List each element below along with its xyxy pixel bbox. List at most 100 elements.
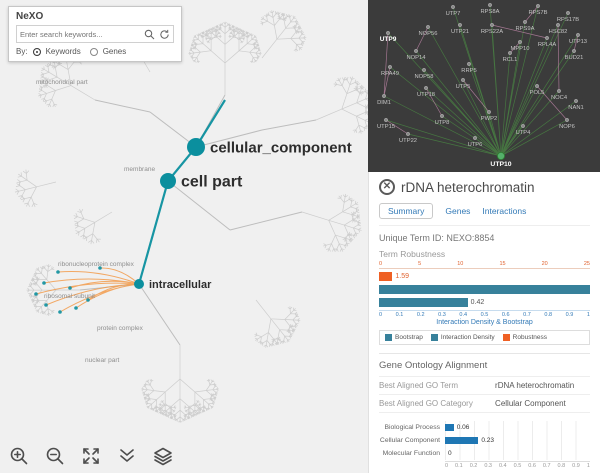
gene-node-utp22[interactable]	[406, 132, 410, 136]
density-bar	[379, 298, 468, 307]
tree-node-cell-part[interactable]	[160, 173, 176, 189]
tree-node-label: intracellular	[149, 279, 212, 291]
gene-node-nop56[interactable]	[426, 25, 430, 29]
cluster-node[interactable]	[58, 310, 62, 314]
axis-tick: 15	[499, 261, 506, 267]
radio-genes-label[interactable]: Genes	[102, 47, 127, 56]
axis-tick: 0.9	[565, 312, 574, 318]
cluster-node[interactable]	[74, 306, 78, 310]
gene-node-utp7[interactable]	[451, 5, 455, 9]
gene-label: RPS22A	[481, 29, 503, 35]
gene-label: UTP18	[417, 92, 435, 98]
tree-term-label: ribonucleoprotein complex	[58, 261, 135, 268]
gene-node-utp15[interactable]	[384, 118, 388, 122]
gene-node-utp6[interactable]	[473, 136, 477, 140]
gene-label: BUD21	[565, 55, 584, 61]
axis-tick: 0.5	[480, 312, 489, 318]
gene-node-utp9[interactable]	[386, 31, 390, 35]
gene-label: UTP7	[446, 11, 461, 17]
gene-node-utp8[interactable]	[440, 114, 444, 118]
axis-tick: 0.7	[523, 312, 531, 318]
close-icon[interactable]: ✕	[379, 179, 395, 195]
axis-tick: 0.9	[572, 463, 580, 469]
tree-node-cellular-component[interactable]	[187, 138, 205, 156]
radio-keywords[interactable]	[32, 47, 41, 56]
gene-label: RCL1	[503, 57, 518, 63]
gene-node-mpp10[interactable]	[518, 40, 522, 44]
gene-node-utp4[interactable]	[521, 124, 525, 128]
gene-node-rpl4a[interactable]	[545, 36, 549, 40]
axis-tick: 0.8	[557, 463, 566, 469]
gene-node-utp13[interactable]	[576, 33, 580, 37]
tab-interactions[interactable]: Interactions	[482, 206, 527, 216]
axis-tick: 0.3	[438, 312, 446, 318]
gene-node-dim1[interactable]	[382, 94, 386, 98]
axis-tick: 5	[418, 261, 422, 267]
gene-label: HSC82	[549, 29, 568, 35]
tab-summary[interactable]: Summary	[379, 203, 434, 219]
bootstrap-bar-row	[379, 284, 590, 295]
cluster-node[interactable]	[42, 281, 46, 285]
tree-node-intracellular[interactable]	[134, 279, 144, 289]
gene-node-nop6[interactable]	[565, 118, 569, 122]
bottom-axis-label: Interaction Density & Bootstrap	[436, 319, 533, 326]
radio-keywords-label[interactable]: Keywords	[45, 47, 81, 56]
go-alignment-table: Best Aligned GO Term rDNA heterochromati…	[379, 376, 590, 413]
axis-tick: 1	[586, 463, 590, 469]
cluster-node[interactable]	[44, 303, 48, 307]
gene-node-rps22a[interactable]	[490, 23, 494, 27]
density-bar-row: 0.42	[379, 297, 590, 308]
axis-tick: 0.7	[542, 463, 551, 469]
gene-node-utp21[interactable]	[458, 23, 462, 27]
gene-node-noc4[interactable]	[557, 89, 561, 93]
gene-node-utp5[interactable]	[461, 78, 465, 82]
tree-branches	[14, 10, 374, 423]
radio-genes[interactable]	[89, 47, 98, 56]
term-title: rDNA heterochromatin	[401, 179, 535, 195]
legend-swatch	[385, 334, 392, 341]
cluster-node[interactable]	[68, 286, 72, 290]
refresh-icon[interactable]	[158, 28, 170, 40]
tab-genes[interactable]: Genes	[445, 206, 471, 216]
gene-node-bud21[interactable]	[572, 49, 576, 53]
gene-node-nan1[interactable]	[574, 99, 578, 103]
cluster-node[interactable]	[86, 298, 90, 302]
search-panel: NeXO By: Keywords Genes	[8, 6, 182, 62]
gene-node-rpa49[interactable]	[388, 65, 392, 69]
gene-node-pwp2[interactable]	[487, 110, 491, 114]
cluster-node[interactable]	[98, 266, 102, 270]
cluster-node[interactable]	[56, 270, 60, 274]
robustness-chart-title: Term Robustness	[379, 249, 446, 259]
robustness-legend: Bootstrap Interaction Density Robustness	[379, 330, 590, 345]
gene-node-rcl1[interactable]	[508, 51, 512, 55]
gene-node-utp18[interactable]	[424, 86, 428, 90]
layers-button[interactable]	[152, 445, 174, 467]
axis-tick: 20	[541, 261, 548, 267]
bootstrap-bar	[379, 285, 590, 294]
gene-node-utp10[interactable]	[496, 151, 505, 160]
search-input[interactable]	[20, 29, 140, 39]
gene-node-rps7b[interactable]	[536, 4, 540, 8]
zoom-out-button[interactable]	[44, 445, 66, 467]
fit-to-screen-button[interactable]	[80, 445, 102, 467]
axis-tick: 0	[379, 312, 383, 318]
gene-node-pol5[interactable]	[535, 84, 539, 88]
gene-node-rps9a[interactable]	[523, 20, 527, 24]
axis-tick: 0.6	[528, 463, 536, 469]
gene-node-nop58[interactable]	[422, 68, 426, 72]
tree-term-label: nuclear part	[85, 357, 120, 364]
gene-node-rps17b[interactable]	[566, 11, 570, 15]
cluster-node[interactable]	[34, 292, 38, 296]
search-icon[interactable]	[143, 28, 155, 40]
gene-node-hsc82[interactable]	[556, 23, 560, 27]
gene-node-rrp5[interactable]	[467, 62, 471, 66]
zoom-in-button[interactable]	[8, 445, 30, 467]
collapse-all-button[interactable]	[116, 445, 138, 467]
gene-node-rps8a[interactable]	[488, 3, 492, 7]
gene-node-nop14[interactable]	[414, 49, 418, 53]
